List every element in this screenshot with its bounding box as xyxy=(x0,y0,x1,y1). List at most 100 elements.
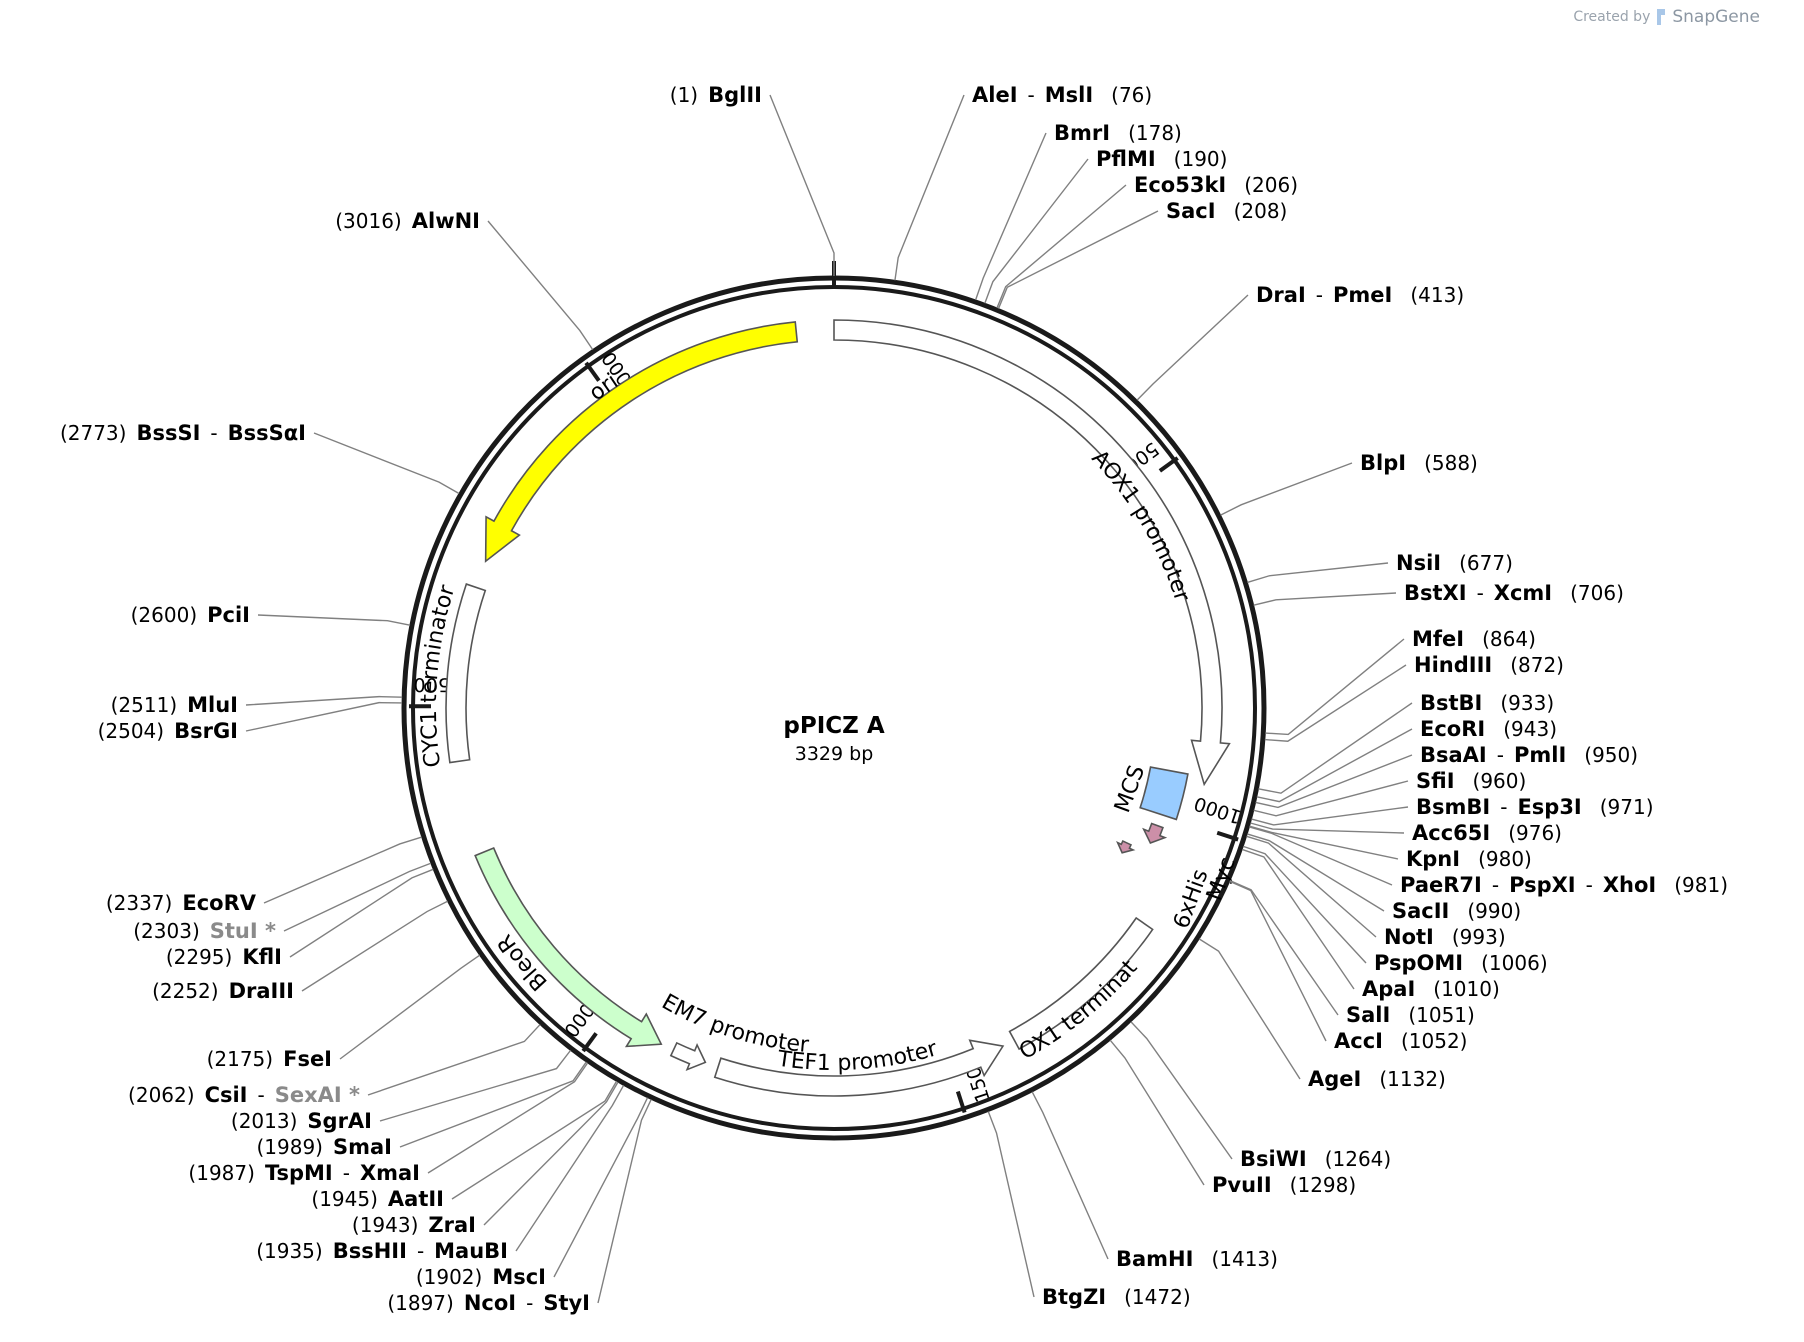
site-label[interactable]: BsiWI(1264) xyxy=(1240,1147,1391,1171)
site-bglii[interactable]: (1)BglII xyxy=(670,83,835,276)
site-ncoi[interactable]: (1897)NcoI-StyI xyxy=(387,1099,652,1315)
site-label[interactable]: (1943)ZraI xyxy=(352,1213,476,1237)
site-nsii[interactable]: NsiI(677) xyxy=(1247,551,1513,584)
site-label[interactable]: BsmBI-Esp3I(971) xyxy=(1416,795,1654,819)
site-bsssi[interactable]: (2773)BssSI-BssSαI xyxy=(60,421,460,495)
site-label[interactable]: BsaAI-PmlI(950) xyxy=(1420,743,1638,767)
site-label[interactable]: AgeI(1132) xyxy=(1308,1067,1446,1091)
site-bsiwi[interactable]: BsiWI(1264) xyxy=(1130,1021,1391,1171)
site-tspmi[interactable]: (1987)TspMI-XmaI xyxy=(188,1062,589,1185)
site-draiii[interactable]: (2252)DraIII xyxy=(152,900,448,1003)
site-bsrgi[interactable]: (2504)BsrGI xyxy=(98,701,403,743)
site-pflmi[interactable]: PflMI(190) xyxy=(984,147,1228,304)
feature-cyc1-terminator-box[interactable] xyxy=(445,583,487,764)
site-label[interactable]: PaeR7I-PspXI-XhoI(981) xyxy=(1400,873,1728,897)
site-saci[interactable]: SacI(208) xyxy=(997,199,1288,309)
site-label[interactable]: (2337)EcoRV xyxy=(106,891,257,915)
site-label[interactable]: BamHI(1413) xyxy=(1116,1247,1278,1271)
site-eco53ki[interactable]: Eco53kI(206) xyxy=(996,173,1298,309)
site-label[interactable]: MfeI(864) xyxy=(1412,627,1536,651)
site-label[interactable]: BstBI(933) xyxy=(1420,691,1554,715)
site-label[interactable]: PvuII(1298) xyxy=(1212,1173,1356,1197)
site-agei[interactable]: AgeI(1132) xyxy=(1198,938,1446,1091)
site-label[interactable]: (2295)KflI xyxy=(166,945,282,969)
site-pspomi[interactable]: PspOMI(1006) xyxy=(1243,845,1548,975)
feature-ori-arrow[interactable] xyxy=(484,321,799,563)
site-label[interactable]: HindIII(872) xyxy=(1414,653,1564,677)
feature-em7-promoter-arrow[interactable] xyxy=(669,1041,707,1072)
site-label[interactable]: KpnI(980) xyxy=(1406,847,1532,871)
site-label[interactable]: PspOMI(1006) xyxy=(1374,951,1548,975)
site-ecorv[interactable]: (2337)EcoRV xyxy=(106,836,422,915)
site-label[interactable]: SacII(990) xyxy=(1392,899,1521,923)
feature-aox1-promoter-arrow[interactable] xyxy=(833,319,1231,787)
feature-6xhis-arrow[interactable] xyxy=(1116,840,1136,854)
site-label[interactable]: BstXI-XcmI(706) xyxy=(1404,581,1624,605)
site-label[interactable]: (2504)BsrGI xyxy=(98,719,238,743)
site-label[interactable]: Acc65I(976) xyxy=(1412,821,1562,845)
site-mfei[interactable]: MfeI(864) xyxy=(1265,627,1536,736)
site-noti[interactable]: NotI(993) xyxy=(1246,835,1506,949)
site-sali[interactable]: SalI(1051) xyxy=(1229,879,1475,1027)
site-aatii[interactable]: (1945)AatII xyxy=(311,1080,618,1211)
site-label[interactable]: (1)BglII xyxy=(670,83,762,107)
site-label[interactable]: (1902)MscI xyxy=(416,1265,546,1289)
site-sgrai[interactable]: (2013)SgrAI xyxy=(231,1049,572,1133)
site-label[interactable]: (2252)DraIII xyxy=(152,979,294,1003)
site-label[interactable]: SalI(1051) xyxy=(1346,1003,1475,1027)
site-label[interactable]: (2013)SgrAI xyxy=(231,1109,372,1133)
site-label[interactable]: AccI(1052) xyxy=(1334,1029,1467,1053)
site-label[interactable]: (2511)MluI xyxy=(111,693,238,717)
site-label[interactable]: NsiI(677) xyxy=(1396,551,1513,575)
site-label[interactable]: (2303)StuI * xyxy=(133,919,276,943)
feature-aox1-terminator-box[interactable] xyxy=(1008,916,1154,1051)
site-apai[interactable]: ApaI(1010) xyxy=(1241,848,1500,1001)
site-blpi[interactable]: BlpI(588) xyxy=(1220,451,1478,516)
site-label[interactable]: SfiI(960) xyxy=(1416,769,1526,793)
site-label[interactable]: DraI-PmeI(413) xyxy=(1256,283,1464,307)
site-kpni[interactable]: KpnI(980) xyxy=(1249,825,1532,871)
site-smai[interactable]: (1989)SmaI xyxy=(256,1061,587,1159)
site-label[interactable]: (1897)NcoI-StyI xyxy=(387,1291,590,1315)
site-hindiii[interactable]: HindIII(872) xyxy=(1264,653,1564,742)
site-label[interactable]: (1935)BssHII-MauBI xyxy=(256,1239,508,1263)
site-pvuii[interactable]: PvuII(1298) xyxy=(1109,1039,1356,1197)
site-sacii[interactable]: SacII(990) xyxy=(1247,833,1521,923)
site-bsaai[interactable]: BsaAI-PmlI(950) xyxy=(1255,743,1638,809)
site-acc65i[interactable]: Acc65I(976) xyxy=(1250,821,1562,845)
site-sfii[interactable]: SfiI(960) xyxy=(1253,769,1527,817)
site-bsmbi[interactable]: BsmBI-Esp3I(971) xyxy=(1251,795,1654,826)
feature-myc-arrow[interactable] xyxy=(1142,822,1168,845)
site-label[interactable]: (3016)AlwNI xyxy=(335,209,480,233)
site-stui[interactable]: (2303)StuI * xyxy=(133,862,432,943)
site-ecori[interactable]: EcoRI(943) xyxy=(1256,717,1557,803)
site-kfli[interactable]: (2295)KflI xyxy=(166,868,434,969)
site-label[interactable]: (2175)FseI xyxy=(207,1047,332,1071)
site-pcii[interactable]: (2600)PciI xyxy=(131,603,411,627)
site-alwni[interactable]: (3016)AlwNI xyxy=(335,209,594,351)
site-label[interactable]: (1945)AatII xyxy=(311,1187,444,1211)
site-label[interactable]: PflMI(190) xyxy=(1096,147,1227,171)
site-bstbi[interactable]: BstBI(933) xyxy=(1258,691,1554,794)
site-csii[interactable]: (2062)CsiI-SexAI * xyxy=(128,1024,541,1107)
site-label[interactable]: (1989)SmaI xyxy=(256,1135,392,1159)
site-label[interactable]: (2600)PciI xyxy=(131,603,250,627)
site-label[interactable]: BmrI(178) xyxy=(1054,121,1182,145)
site-acci[interactable]: AccI(1052) xyxy=(1229,880,1468,1053)
site-label[interactable]: NotI(993) xyxy=(1384,925,1506,949)
site-label[interactable]: ApaI(1010) xyxy=(1362,977,1500,1001)
site-bsshii[interactable]: (1935)BssHII-MauBI xyxy=(256,1084,625,1263)
site-label[interactable]: (2773)BssSI-BssSαI xyxy=(60,421,306,445)
site-zrai[interactable]: (1943)ZraI xyxy=(352,1081,619,1237)
site-bamhi[interactable]: BamHI(1413) xyxy=(1031,1091,1278,1271)
site-mlui[interactable]: (2511)MluI xyxy=(111,693,403,717)
site-bstxi[interactable]: BstXI-XcmI(706) xyxy=(1253,581,1624,606)
site-msci[interactable]: (1902)MscI xyxy=(416,1097,649,1289)
site-label[interactable]: SacI(208) xyxy=(1166,199,1287,223)
feature-mcs-box[interactable] xyxy=(1139,766,1189,821)
site-bmri[interactable]: BmrI(178) xyxy=(974,121,1182,301)
site-btgzi[interactable]: BtgZI(1472) xyxy=(987,1111,1191,1309)
site-label[interactable]: (2062)CsiI-SexAI * xyxy=(128,1083,360,1107)
feature-bleor-arrow[interactable] xyxy=(474,846,663,1048)
site-label[interactable]: BlpI(588) xyxy=(1360,451,1478,475)
